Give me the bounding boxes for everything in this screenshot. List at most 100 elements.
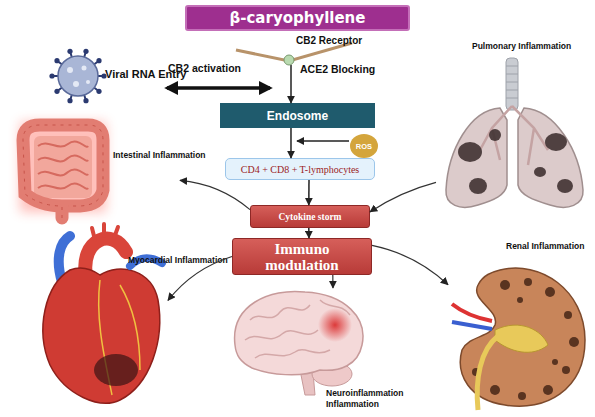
brain-illustration bbox=[318, 308, 352, 342]
intestine-illustration bbox=[23, 125, 103, 218]
lungs-illustration bbox=[458, 129, 573, 194]
virus-illustration bbox=[86, 80, 90, 84]
kidney-illustration bbox=[452, 304, 492, 321]
lungs-illustration bbox=[506, 66, 518, 67]
virus-illustration bbox=[67, 98, 72, 103]
virus-illustration bbox=[96, 89, 101, 94]
intestine-illustration bbox=[20, 122, 106, 218]
node-text: Neuroinflammation Inflammation bbox=[326, 388, 406, 410]
lungs-illustration bbox=[489, 129, 501, 141]
note-label: ACE2 Blocking bbox=[300, 63, 375, 75]
virus-illustration bbox=[67, 66, 90, 88]
lungs-illustration bbox=[545, 133, 567, 151]
process-box: Immuno modulation bbox=[232, 238, 372, 275]
kidney-illustration bbox=[472, 278, 579, 400]
process-box: Endosome bbox=[220, 103, 375, 128]
virus-illustration bbox=[73, 81, 79, 87]
lungs-illustration bbox=[506, 74, 518, 75]
organ-node: Intestinal Inflammation bbox=[8, 112, 180, 224]
lungs-illustration bbox=[446, 58, 583, 207]
virus-illustration bbox=[49, 73, 54, 78]
kidney-illustration bbox=[552, 359, 558, 365]
virus-illustration bbox=[96, 58, 101, 63]
virus-illustration bbox=[58, 56, 98, 96]
lungs-illustration bbox=[506, 90, 518, 91]
heart-illustration bbox=[94, 354, 138, 386]
virus-illustration bbox=[82, 66, 87, 71]
process-box: CD4 + CD8 + T-lymphocytes bbox=[225, 158, 375, 180]
ros-circle: ROS bbox=[350, 134, 378, 158]
organ-node: Myocardial Inflammation bbox=[28, 232, 168, 412]
virus-illustration bbox=[49, 49, 106, 104]
kidney-illustration bbox=[452, 268, 585, 410]
virus-node: Viral RNA Entry bbox=[55, 52, 167, 102]
process-box: Cytokine storm bbox=[250, 205, 370, 228]
kidney-illustration bbox=[452, 322, 492, 329]
virus-illustration bbox=[83, 98, 88, 103]
brain-illustration bbox=[235, 291, 363, 374]
virus-illustration bbox=[52, 51, 104, 100]
receptor-symbol bbox=[284, 55, 294, 65]
kidney-illustration bbox=[500, 280, 510, 290]
lungs-illustration bbox=[469, 178, 487, 194]
lungs-illustration bbox=[534, 167, 546, 177]
ros-arrow bbox=[297, 140, 349, 142]
ros-arrow bbox=[297, 141, 349, 142]
lungs-illustration bbox=[506, 98, 518, 99]
virus-illustration bbox=[54, 58, 59, 63]
connector-arrow bbox=[308, 180, 310, 205]
heart-illustration bbox=[43, 224, 162, 403]
node-text: β-caryophyllene bbox=[230, 9, 366, 27]
intestine-illustration bbox=[23, 125, 103, 218]
virus-illustration bbox=[67, 67, 73, 73]
heart-illustration bbox=[43, 268, 160, 403]
lungs-illustration bbox=[506, 66, 518, 98]
node-text: Endosome bbox=[267, 109, 328, 123]
node-text: Myocardial Inflammation bbox=[128, 255, 228, 265]
intestine-illustration bbox=[34, 136, 92, 198]
node-text: CB2 Receptor bbox=[296, 35, 362, 46]
heart-illustration bbox=[92, 224, 118, 240]
node-text: CD4 + CD8 + T-lymphocytes bbox=[241, 164, 360, 175]
connector-arrow bbox=[290, 95, 292, 103]
kidney-illustration bbox=[545, 287, 555, 297]
kidney-illustration bbox=[569, 337, 579, 347]
connector-arrow bbox=[332, 275, 333, 288]
organ-node: Renal Inflammation bbox=[448, 240, 593, 412]
kidney-illustration bbox=[564, 311, 572, 319]
node-text: Renal Inflammation bbox=[506, 241, 584, 251]
kidney-illustration bbox=[543, 385, 553, 395]
node-text: Pulmonary Inflammation bbox=[472, 41, 571, 51]
lungs-illustration bbox=[506, 82, 518, 83]
lungs-illustration bbox=[557, 179, 573, 193]
kidney-illustration bbox=[524, 278, 532, 286]
brain-illustration bbox=[235, 291, 363, 395]
node-text: Cytokine storm bbox=[278, 212, 341, 222]
virus-illustration bbox=[49, 49, 106, 104]
title-box: β-caryophyllene bbox=[185, 5, 410, 31]
connector-arrow bbox=[180, 180, 250, 209]
virus-illustration bbox=[83, 49, 88, 54]
organ-node: Pulmonary Inflammation bbox=[436, 38, 591, 214]
lungs-illustration bbox=[480, 106, 548, 165]
connector-arrow bbox=[372, 245, 448, 284]
connector-arrow bbox=[290, 128, 292, 158]
receptor-symbol bbox=[290, 65, 292, 95]
kidney-illustration bbox=[490, 385, 500, 395]
kidney-illustration bbox=[495, 325, 548, 352]
organ-node: Neuroinflammation Inflammation bbox=[225, 288, 400, 413]
connector-arrow bbox=[308, 228, 310, 238]
lungs-illustration bbox=[458, 142, 482, 162]
virus-illustration bbox=[54, 89, 59, 94]
edge-label: CB2 activation bbox=[168, 62, 241, 74]
kidney-illustration bbox=[562, 366, 570, 374]
kidney-illustration bbox=[517, 297, 523, 303]
kidney-illustration bbox=[477, 336, 498, 410]
node-text: Intestinal Inflammation bbox=[113, 150, 206, 160]
intestine-illustration bbox=[38, 141, 88, 188]
node-text: ROS bbox=[356, 142, 372, 151]
lungs-illustration bbox=[506, 58, 518, 110]
connector-arrow bbox=[167, 86, 270, 90]
kidney-illustration bbox=[518, 392, 526, 400]
